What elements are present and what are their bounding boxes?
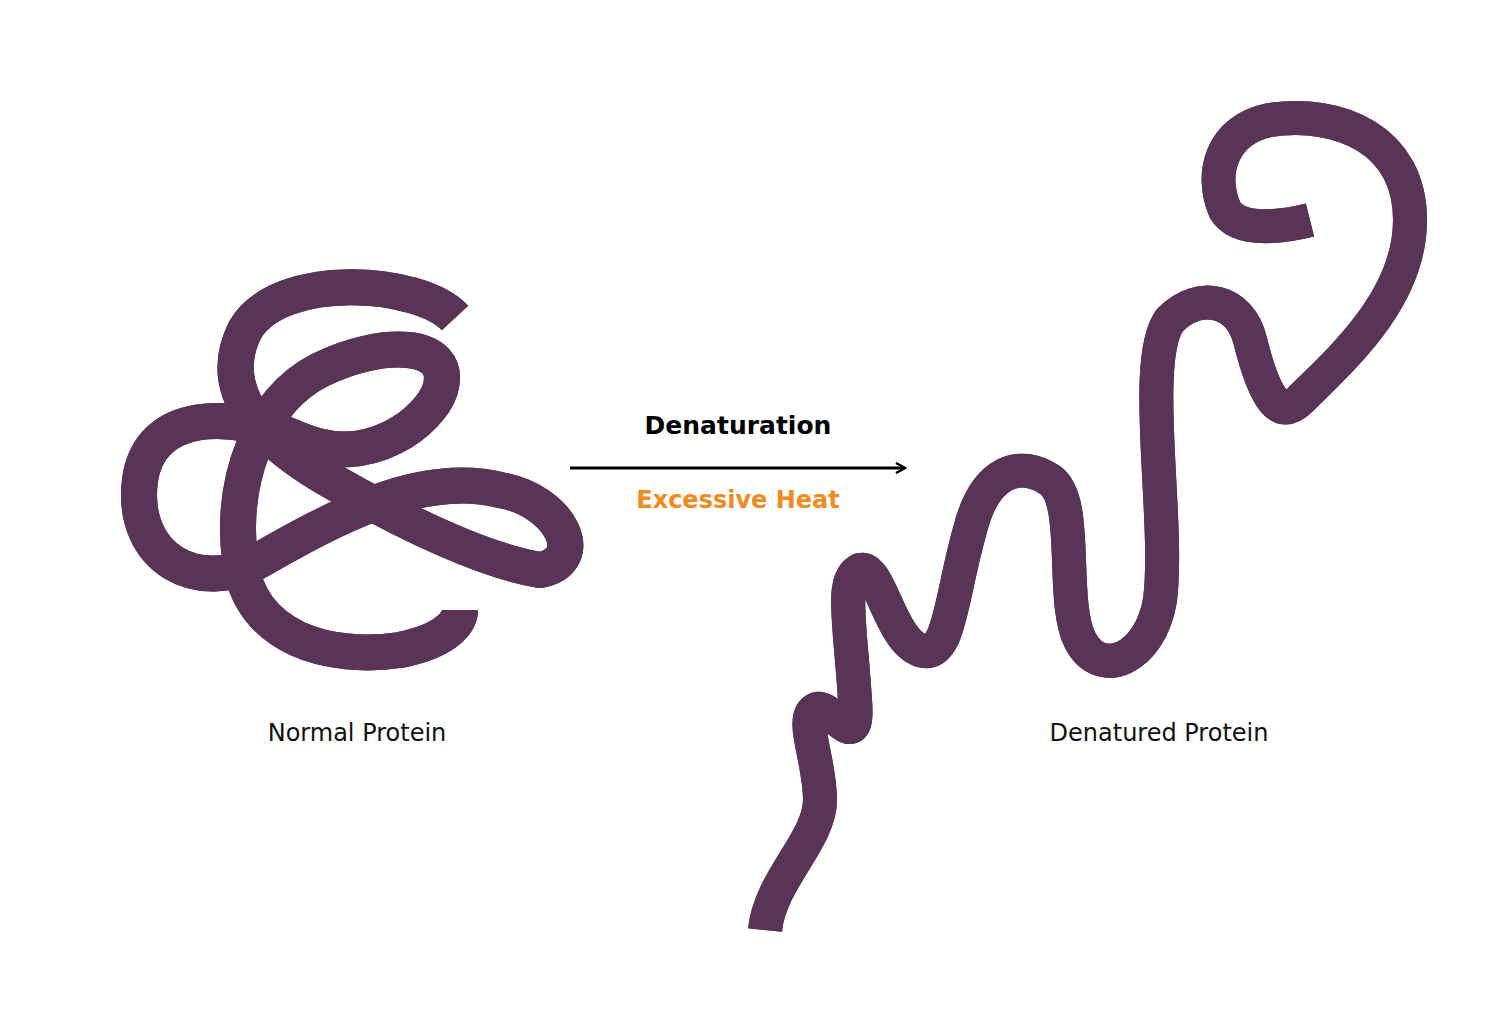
process-label: Denaturation [645, 411, 832, 441]
normal-protein-ribbon [139, 287, 565, 652]
denatured-protein-ribbon [765, 118, 1410, 930]
figure-caption: Denatured Protein [1050, 719, 1269, 748]
condition-label: Excessive Heat [636, 486, 839, 515]
figure-caption: Normal Protein [268, 719, 447, 748]
reaction-arrow [570, 467, 905, 470]
